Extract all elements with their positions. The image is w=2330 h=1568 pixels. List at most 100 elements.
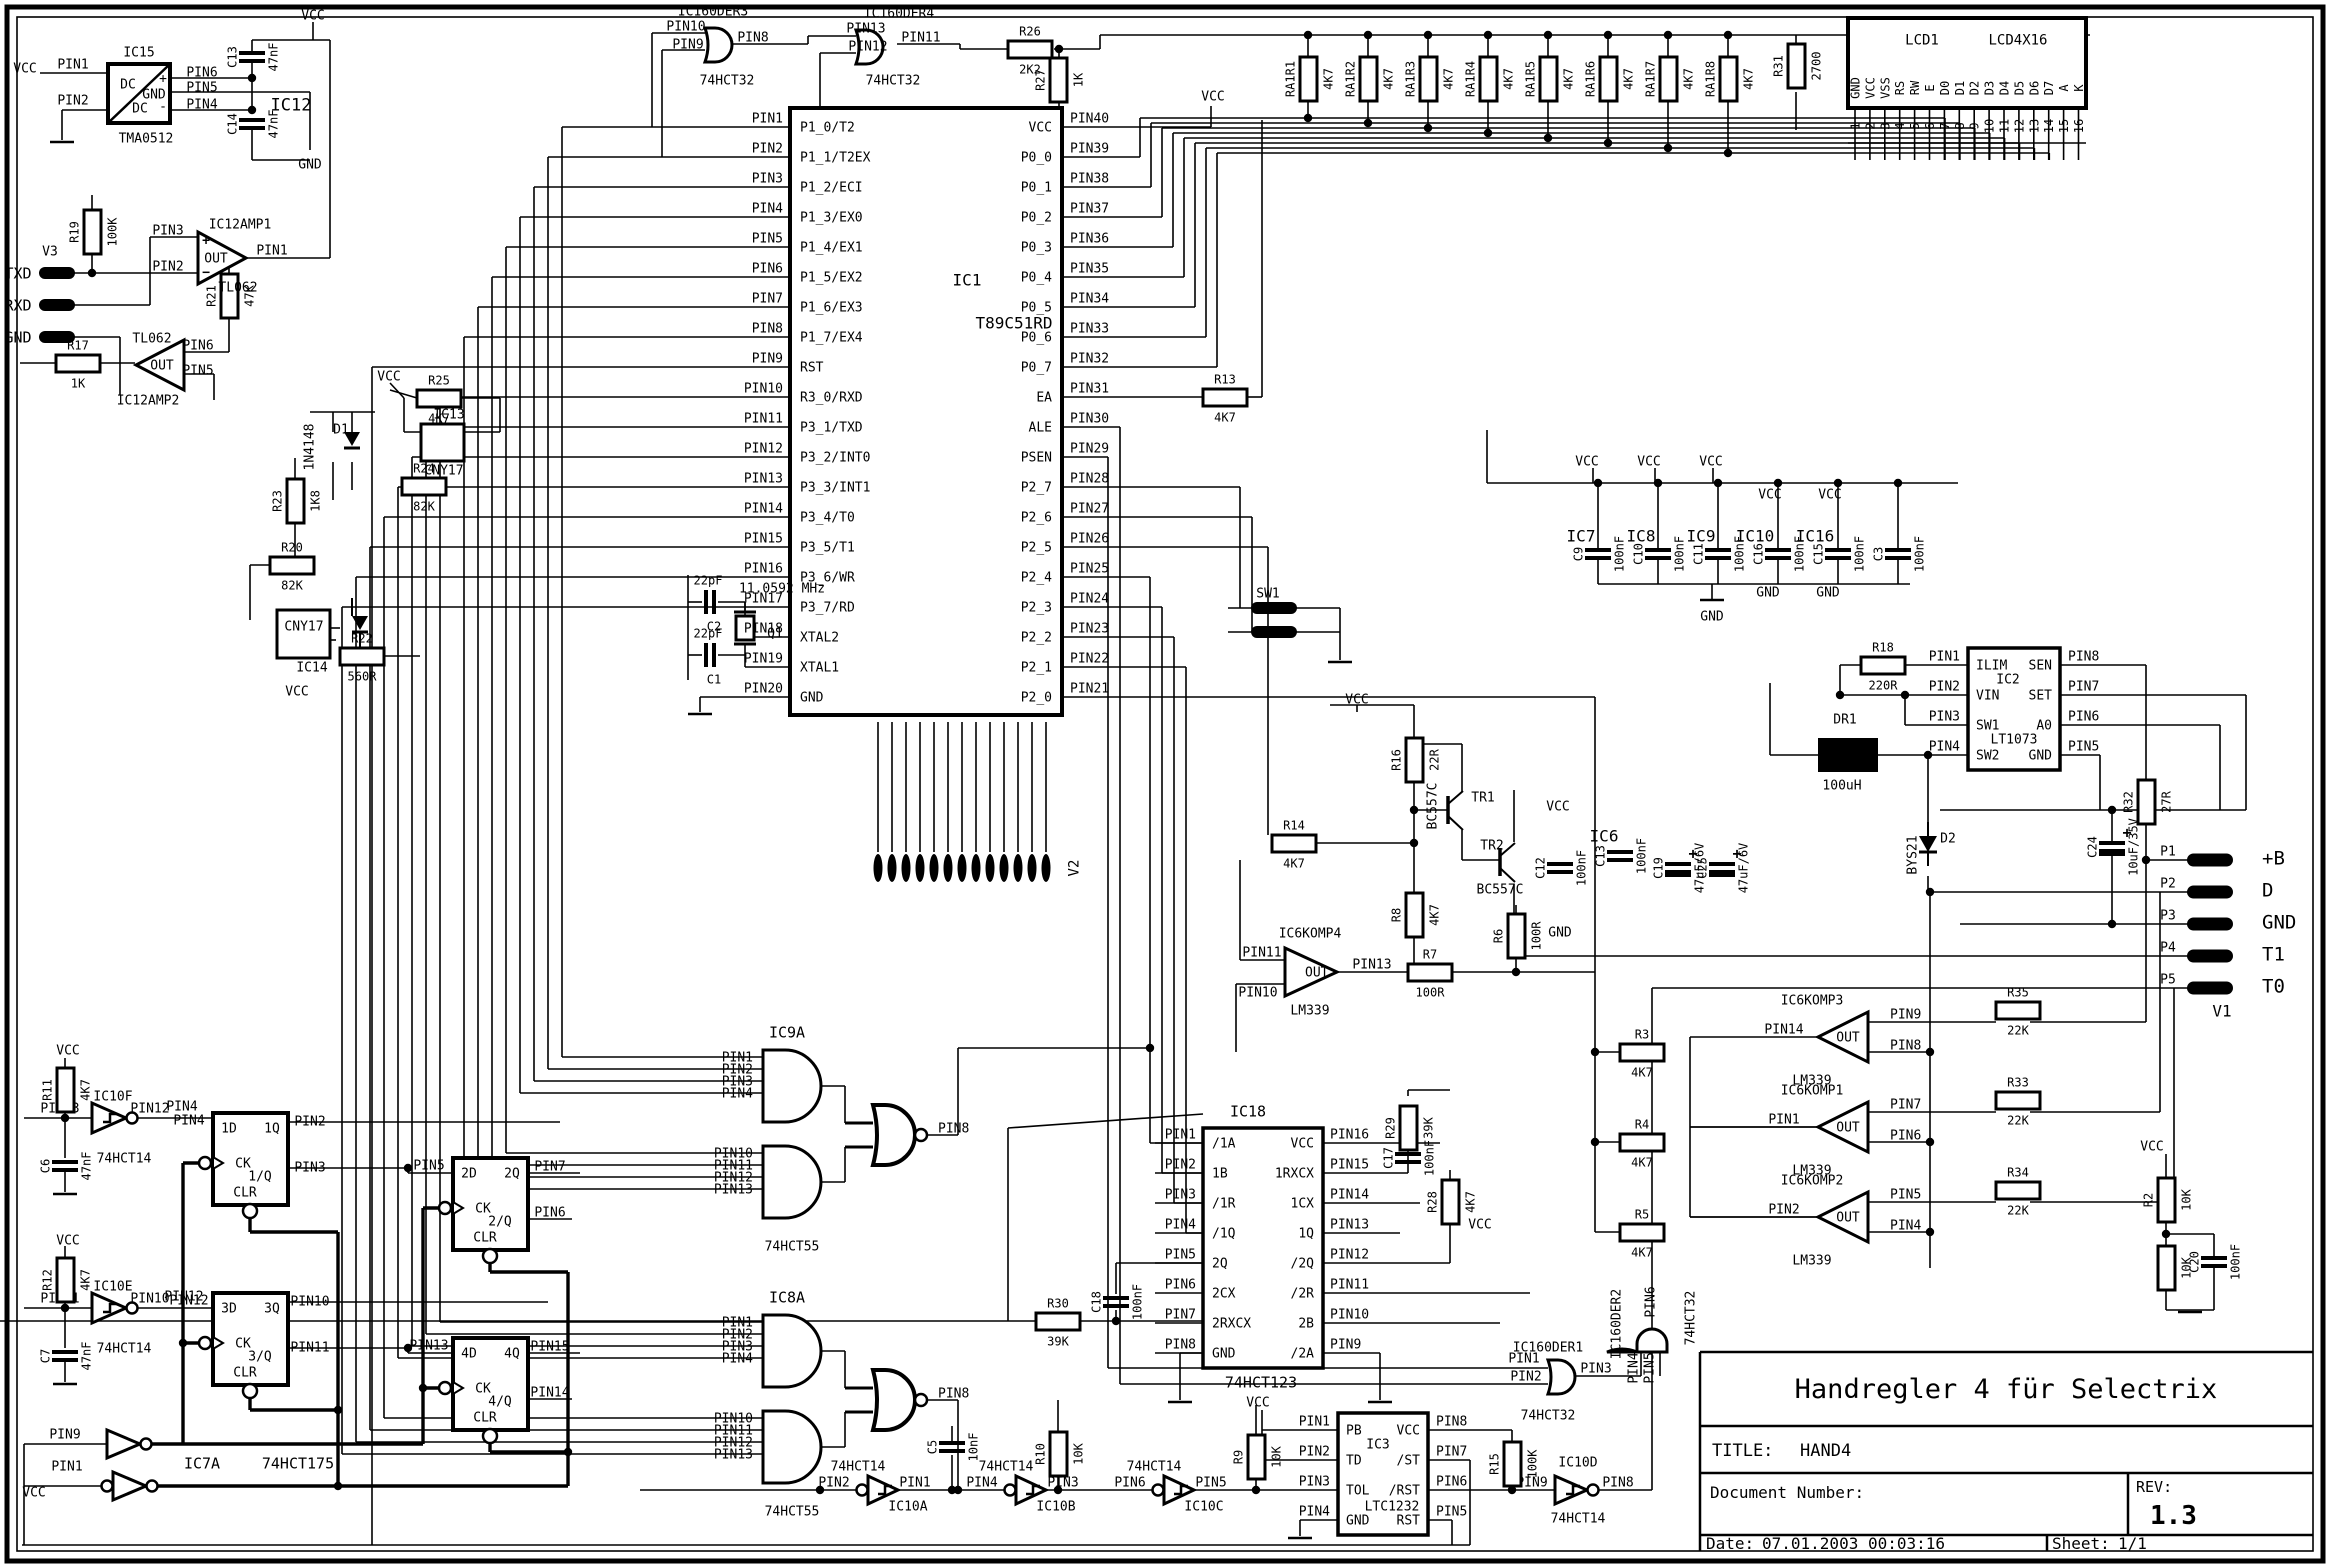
label: PIN2 [57, 94, 88, 109]
label: PIN22 [1070, 652, 1109, 667]
label: 47uF/6V [1737, 843, 1751, 894]
label: GND [1849, 77, 1863, 99]
label: P5 [2160, 973, 2176, 988]
label: PIN20 [744, 682, 783, 697]
label: 100K [106, 217, 120, 247]
label: RA1R5 [1524, 61, 1538, 97]
v2-pin [915, 854, 925, 882]
label: C24 [2086, 836, 2100, 858]
label: TMA0512 [119, 132, 174, 147]
resistor [2156, 1244, 2177, 1292]
label: 74HCT32 [1521, 1409, 1576, 1424]
label: V2 [1067, 860, 1083, 877]
junction-dot [1923, 750, 1933, 760]
label: PIN12 [169, 1294, 208, 1309]
title-block: Handregler 4 für Selectrix TITLE: HAND4 … [1698, 1350, 2313, 1553]
label: C18 [1090, 1291, 1104, 1313]
label: LCD4X16 [1988, 33, 2047, 49]
label: R26 [1019, 25, 1041, 39]
label: CK [475, 1202, 491, 1217]
capacitor [239, 59, 265, 63]
resistor [1994, 1090, 2042, 1111]
label: 10K [1072, 1442, 1086, 1464]
rev-value: 1.3 [2150, 1501, 2197, 1531]
inverter-bubble [1586, 1483, 1600, 1497]
inverter-triangle [111, 1469, 150, 1503]
label: IC12AMP2 [117, 394, 180, 409]
label: PIN4 [722, 1087, 753, 1102]
label: 14 [2042, 119, 2056, 133]
resistor [1618, 1132, 1666, 1153]
label: PIN37 [1070, 202, 1109, 217]
label: 74HCT32 [700, 74, 755, 89]
label: 74HCT14 [97, 1152, 152, 1167]
clock-wedge [452, 1380, 465, 1396]
label: C2 [707, 620, 721, 634]
label: C13 [1594, 845, 1608, 867]
label: PIN4 [1165, 1218, 1196, 1233]
inverter-bubble [139, 1437, 153, 1451]
label: PIN4 [173, 1114, 204, 1129]
label: PIN10 [666, 20, 705, 35]
label: PIN6 [182, 339, 213, 354]
label: + [202, 234, 210, 249]
and-gate [761, 1409, 823, 1485]
opamp-triangle [196, 229, 250, 287]
label: GND [2029, 749, 2053, 764]
label: 4K7 [1631, 1156, 1653, 1170]
label: XTAL2 [800, 631, 839, 646]
label: D5 [2012, 81, 2026, 95]
capacitor [1765, 556, 1791, 560]
label: R13 [1214, 373, 1236, 387]
label: 4K7 [1464, 1191, 1478, 1213]
label: CLR [473, 1411, 497, 1426]
clock-bubble [437, 1200, 453, 1216]
label: 74HCT175 [262, 1455, 334, 1473]
resistor [1718, 55, 1739, 103]
label: 4K7 [1322, 68, 1336, 90]
label: PIN31 [1070, 382, 1109, 397]
label: PIN8 [938, 1387, 969, 1402]
label: PIN11 [714, 1424, 753, 1439]
junction-dot [1900, 690, 1910, 700]
label: IC10D [1558, 1456, 1597, 1471]
label: TR2 [1480, 839, 1503, 854]
label: PIN3 [294, 1161, 325, 1176]
label: PIN17 [744, 592, 783, 607]
junction-dot [1409, 838, 1419, 848]
resistor [1298, 55, 1319, 103]
resistor [1406, 962, 1454, 983]
label: RST [1397, 1514, 1421, 1529]
label: P0_5 [1021, 301, 1052, 316]
resistor [285, 477, 306, 525]
label: D3 [1983, 81, 1997, 95]
label: IC2 [1996, 673, 2019, 688]
label: R17 [67, 339, 89, 353]
label: 4K7 [1631, 1246, 1653, 1260]
label: ILIM [1976, 659, 2007, 674]
label: 22pF [694, 627, 723, 641]
label: PIN6 [752, 262, 783, 277]
label: 47nF [267, 110, 281, 139]
resistor [1502, 1440, 1523, 1488]
label: TL062 [218, 281, 257, 296]
label: 39K [1422, 1116, 1436, 1138]
label: /1R [1212, 1197, 1236, 1212]
label: GND [1212, 1347, 1236, 1362]
schmitt-mark [103, 1112, 117, 1124]
label: - [159, 100, 167, 115]
label: PIN7 [534, 1160, 565, 1175]
label: PIN10 [744, 382, 783, 397]
label: PIN14 [1330, 1188, 1369, 1203]
label: VCC [1468, 1218, 1491, 1233]
label: 74HCT123 [1225, 1374, 1297, 1392]
label: GND [142, 88, 166, 103]
label: 100nF [1673, 536, 1687, 572]
label: PIN5 [1165, 1248, 1196, 1263]
comparator-triangle [1283, 945, 1341, 999]
label: R9 [1232, 1450, 1246, 1464]
label: K [2072, 84, 2086, 92]
label: RA1R7 [1644, 61, 1658, 97]
label: 39K [1047, 1335, 1069, 1349]
